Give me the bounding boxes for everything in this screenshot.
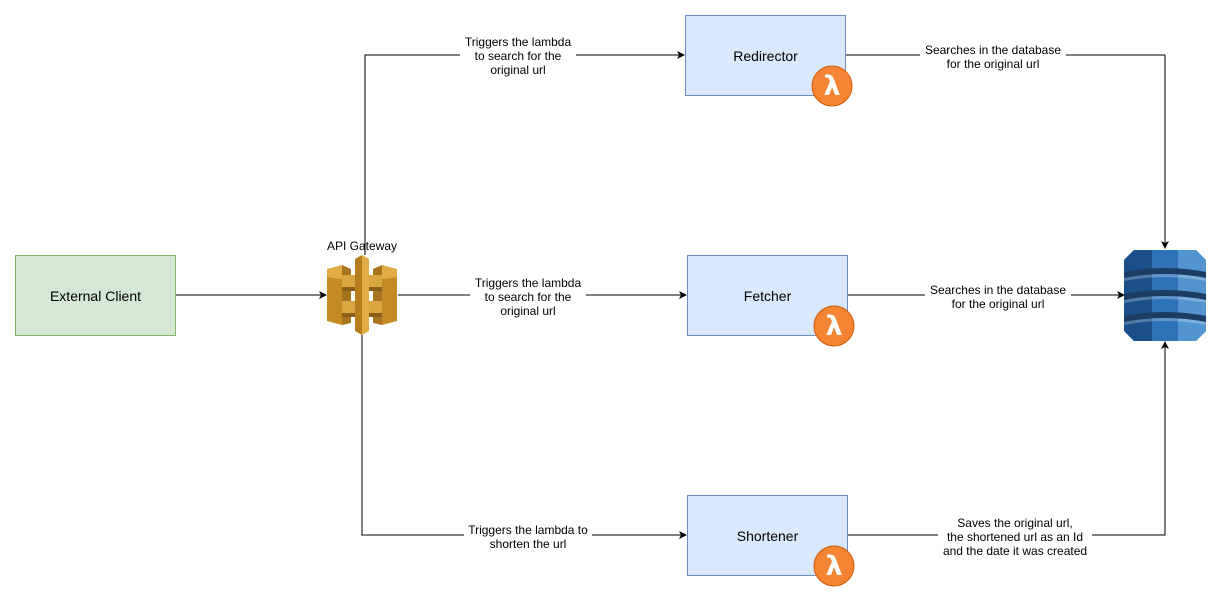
edge-label-redirector-db: Searches in the database for the origina… (920, 43, 1066, 71)
lambda-icon: λ (811, 65, 853, 107)
edge-label-fetcher-db: Searches in the database for the origina… (925, 283, 1071, 311)
external-client-label: External Client (49, 287, 142, 304)
external-client-node[interactable]: External Client (15, 255, 176, 336)
svg-text:λ: λ (825, 551, 842, 582)
edge-redirector-db (846, 54, 1169, 249)
dynamodb-icon[interactable] (1124, 250, 1206, 341)
edge-gateway-redirector (364, 51, 685, 255)
shortener-label: Shortener (736, 527, 799, 544)
api-gateway-label: API Gateway (327, 239, 398, 253)
edge-label-gateway-fetcher: Triggers the lambda to search for the or… (470, 276, 586, 318)
edge-label-gateway-shortener: Triggers the lambda to shorten the url (464, 523, 592, 551)
svg-text:λ: λ (825, 311, 842, 342)
edge-label-gateway-redirector: Triggers the lambda to search for the or… (460, 35, 576, 77)
svg-text:λ: λ (823, 71, 840, 102)
api-gateway-icon[interactable] (326, 255, 398, 335)
redirector-label: Redirector (733, 47, 798, 64)
edge-gateway-shortener (361, 335, 687, 539)
edge-label-shortener-db: Saves the original url, the shortened ur… (938, 516, 1092, 558)
lambda-icon: λ (813, 305, 855, 347)
edge-shortener-db (848, 341, 1169, 536)
fetcher-label: Fetcher (743, 287, 792, 304)
lambda-icon: λ (813, 545, 855, 587)
